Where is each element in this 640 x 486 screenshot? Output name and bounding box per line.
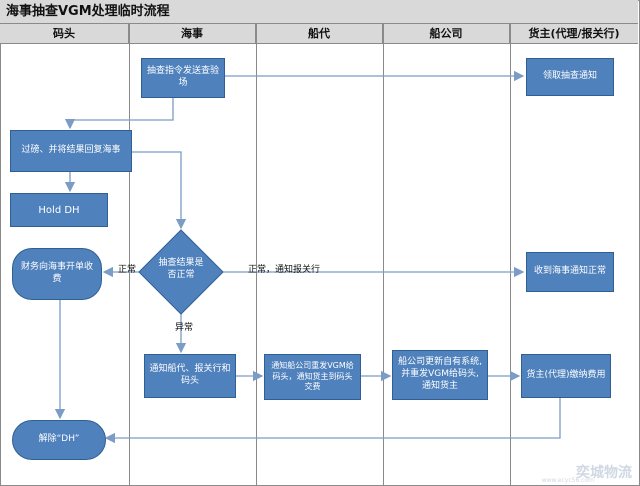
arrow-shipper-to-release [104, 398, 561, 444]
lane-header-terminal: 码头 [0, 24, 129, 44]
node-finance-billing: 财务向海事开单收费 [12, 248, 102, 300]
arrow-weigh-to-decision [132, 151, 187, 230]
lane-divider [510, 24, 511, 485]
watermark-url: www.ecyc56.com [541, 477, 594, 484]
node-shipper-pay: 货主(代理)缴纳费用 [521, 354, 611, 398]
edge-label-normal-right: 正常，通知报关行 [248, 265, 321, 275]
lane-divider [129, 24, 130, 485]
edge-label-abnormal: 异常 [175, 323, 194, 333]
node-decision-label: 抽查结果是否正常 [158, 258, 204, 280]
edge-label-normal-left: 正常 [118, 265, 137, 275]
lane-header-agent: 船代 [256, 24, 383, 44]
lane-divider [256, 24, 257, 485]
node-inspect-command: 抽查指令发送查验场 [141, 58, 225, 98]
watermark-brand: 奕城物流 [576, 465, 632, 481]
node-receive-notice: 领取抽查通知 [526, 58, 614, 96]
node-release-dh: 解除“DH” [12, 420, 106, 460]
node-agent-notify-carrier: 通知船公司重发VGM给码头，通知货主到码头交费 [264, 354, 361, 400]
decision-diamond [138, 229, 224, 315]
node-hold-dh: Hold DH [10, 193, 108, 227]
node-shipper-notice: 收到海事通知正常 [526, 252, 614, 292]
arrow-inspect-to-weigh [64, 98, 174, 130]
lane-header-carrier: 船公司 [383, 24, 510, 44]
lane-header-shipper: 货主(代理/报关行) [510, 24, 638, 44]
diagram-title: 海事抽查VGM处理临时流程 [0, 0, 638, 24]
lane-header-maritime: 海事 [129, 24, 256, 44]
node-notify-agent: 通知船代、报关行和码头 [144, 354, 236, 398]
lane-divider [383, 24, 384, 485]
node-weigh-reply: 过磅、并将结果回复海事 [10, 130, 132, 172]
node-carrier-resend-vgm: 船公司更新自有系统,并重发VGM给码头,通知货主 [392, 350, 488, 400]
